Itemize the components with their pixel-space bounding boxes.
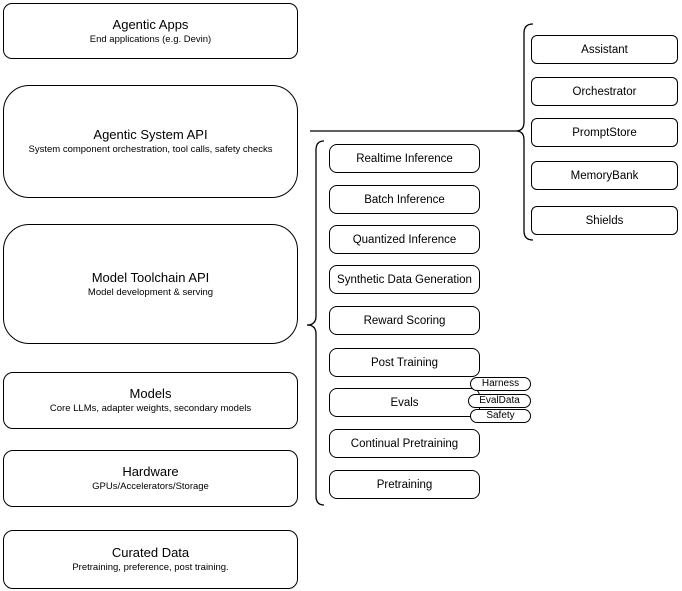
node-assistant: Assistant: [531, 35, 678, 64]
node-model-toolchain-api: Model Toolchain API Model development & …: [3, 224, 298, 344]
node-models: Models Core LLMs, adapter weights, secon…: [3, 372, 298, 429]
node-continual-pretraining: Continual Pretraining: [329, 429, 480, 458]
system-components-brace: [515, 23, 534, 241]
tag-evaldata: EvalData: [468, 394, 531, 408]
node-title: Agentic Apps: [112, 16, 189, 32]
node-title: Curated Data: [111, 545, 190, 560]
node-agentic-system-api: Agentic System API System component orch…: [3, 85, 298, 198]
toolchain-brace: [306, 140, 325, 506]
node-memorybank: MemoryBank: [531, 161, 678, 190]
node-subtitle: System component orchestration, tool cal…: [28, 144, 273, 155]
node-quantized-inference: Quantized Inference: [329, 225, 480, 254]
node-subtitle: GPUs/Accelerators/Storage: [92, 481, 209, 492]
node-title: Agentic System API: [93, 127, 208, 142]
node-promptstore: PromptStore: [531, 118, 678, 147]
node-shields: Shields: [531, 206, 678, 235]
node-curated-data: Curated Data Pretraining, preference, po…: [3, 530, 298, 589]
tag-safety: Safety: [470, 409, 531, 423]
node-subtitle: End applications (e.g. Devin): [89, 33, 212, 45]
node-synthetic-data-generation: Synthetic Data Generation: [329, 265, 480, 294]
node-title: Model Toolchain API: [91, 269, 210, 285]
node-evals: Evals: [329, 388, 480, 417]
node-post-training: Post Training: [329, 348, 480, 377]
tag-harness: Harness: [470, 377, 531, 391]
node-title: Models: [129, 386, 172, 401]
node-subtitle: Core LLMs, adapter weights, secondary mo…: [49, 403, 252, 414]
node-orchestrator: Orchestrator: [531, 77, 678, 106]
node-batch-inference: Batch Inference: [329, 185, 480, 214]
node-realtime-inference: Realtime Inference: [329, 144, 480, 173]
node-reward-scoring: Reward Scoring: [329, 306, 480, 335]
node-subtitle: Model development & serving: [87, 286, 214, 298]
node-pretraining: Pretraining: [329, 470, 480, 499]
node-subtitle: Pretraining, preference, post training.: [72, 562, 229, 573]
node-title: Hardware: [122, 464, 179, 479]
node-agentic-apps: Agentic Apps End applications (e.g. Devi…: [3, 3, 298, 59]
node-hardware: Hardware GPUs/Accelerators/Storage: [3, 450, 298, 507]
